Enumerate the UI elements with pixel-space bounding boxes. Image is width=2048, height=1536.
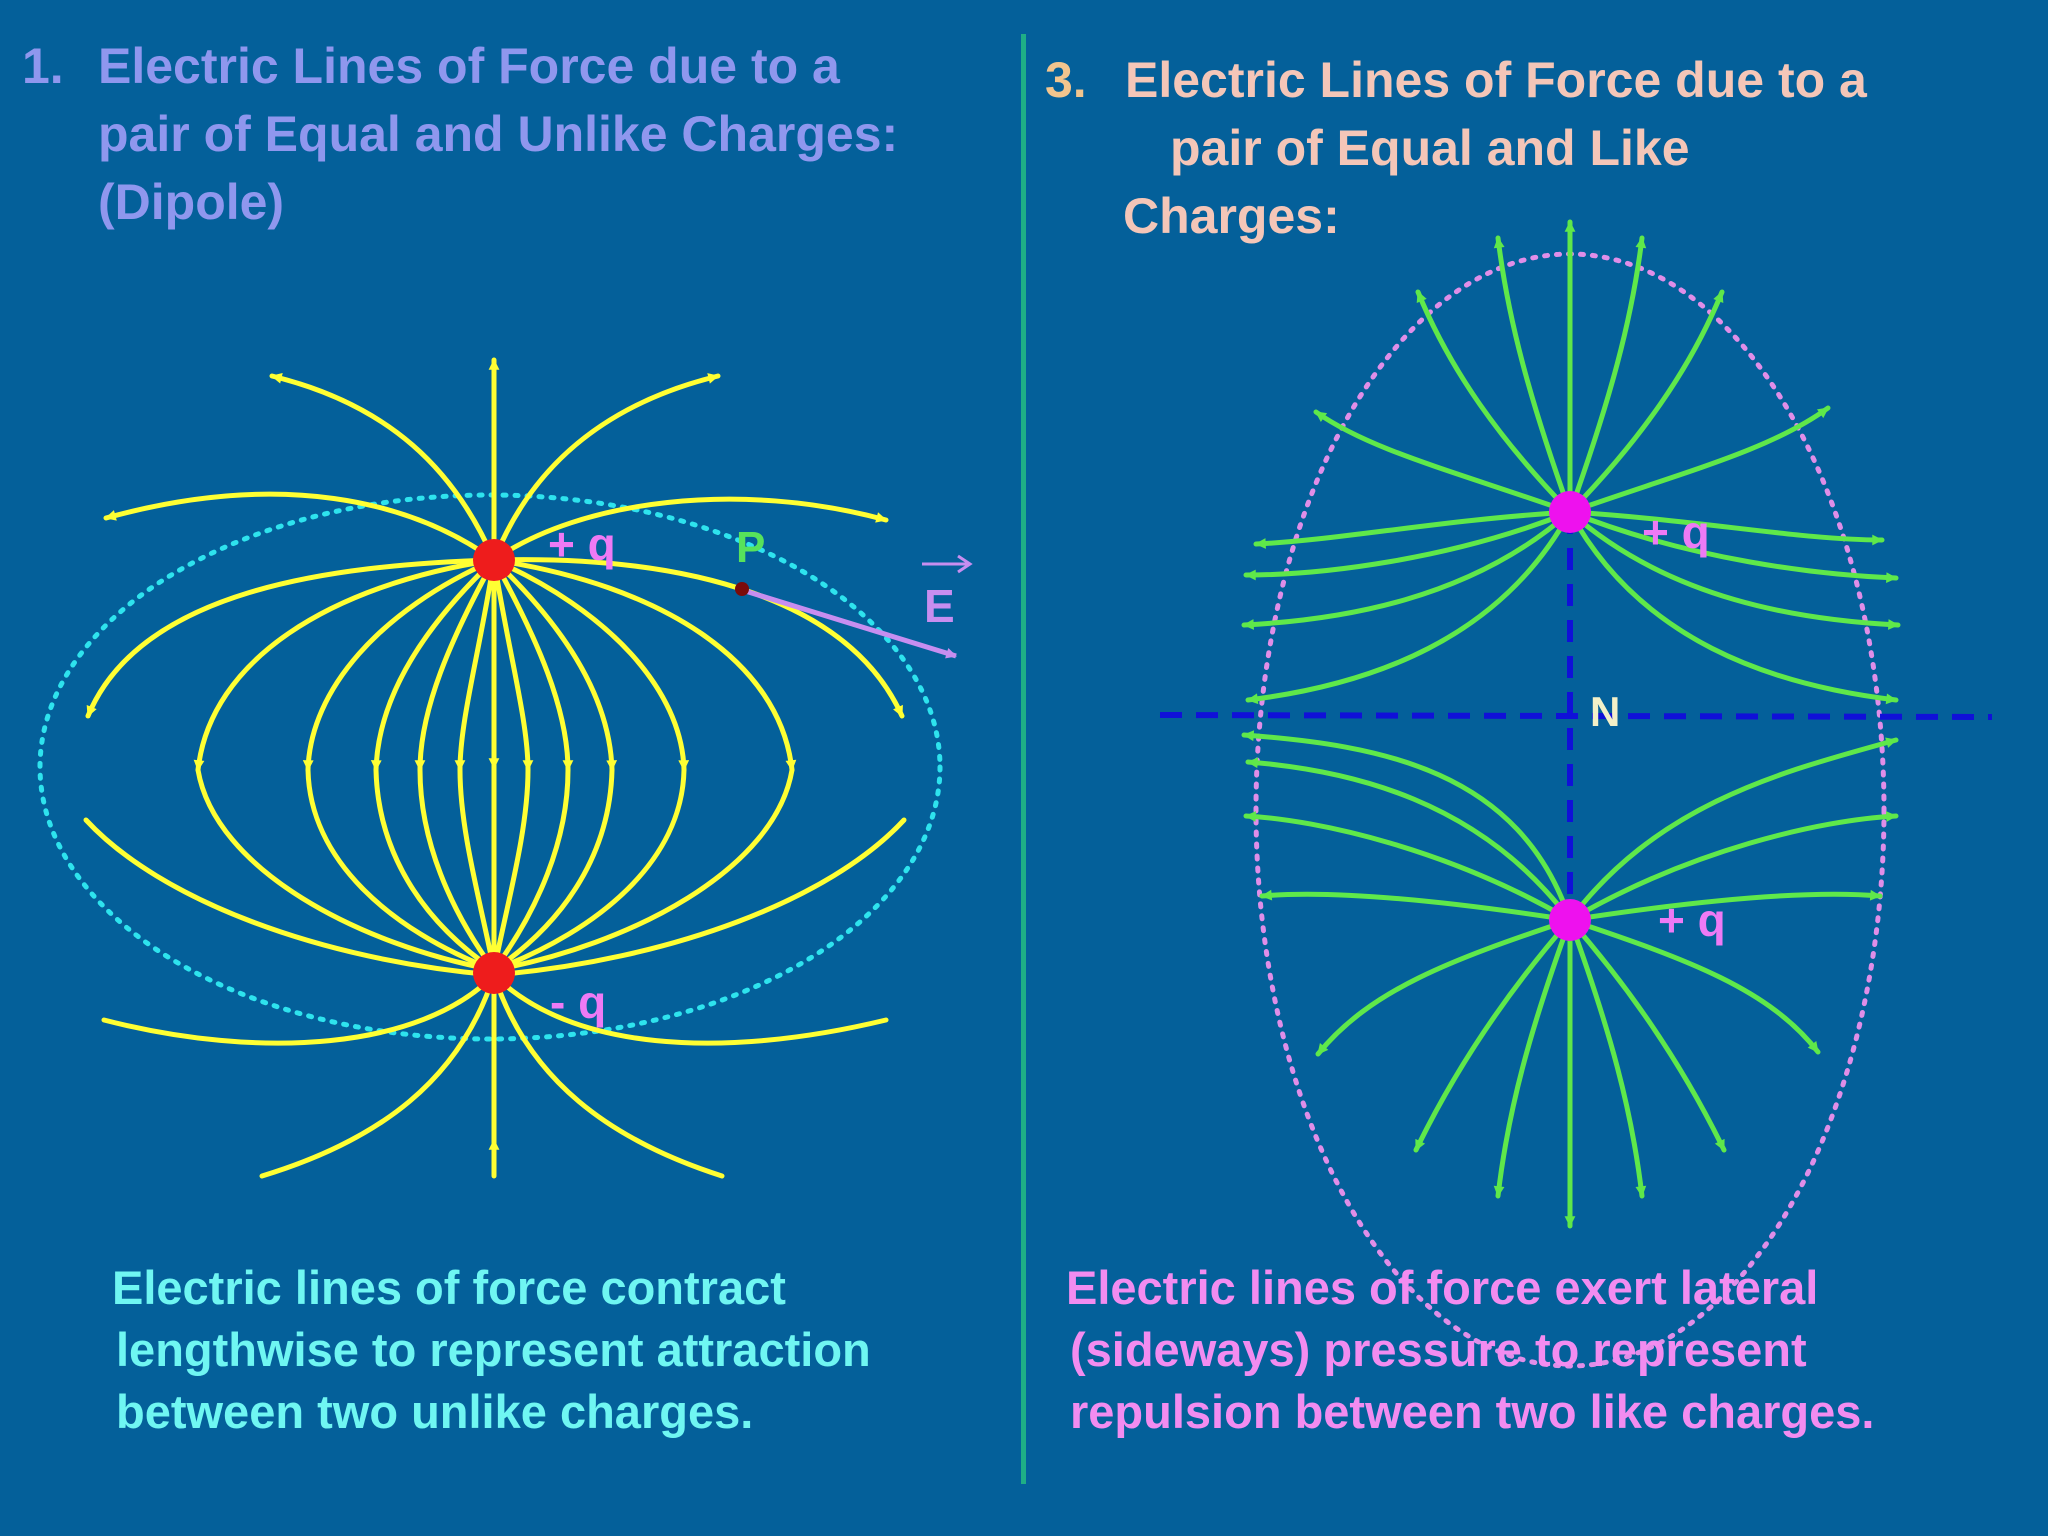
right-caption-line-1: Electric lines of force exert lateral	[1066, 1261, 1819, 1314]
right-title-line-2: pair of Equal and Like	[1170, 120, 1690, 176]
right-panel-number: 3.	[1045, 52, 1087, 108]
dipole-diagram: + q - q P E	[37, 357, 973, 1179]
left-title-line-3: (Dipole)	[98, 174, 285, 230]
like-charges-field-lines	[1241, 219, 1901, 1229]
positive-charge-left	[473, 539, 515, 581]
right-caption-line-2: (sideways) pressure to represent	[1070, 1323, 1807, 1376]
right-caption: Electric lines of force exert lateral (s…	[1066, 1257, 1874, 1443]
lower-charge-label: + q	[1658, 894, 1726, 946]
vector-arrow-icon	[922, 554, 973, 574]
like-charges-diagram: + q + q N	[1159, 219, 1993, 1369]
right-panel-title: 3. Electric Lines of Force due to a pair…	[1045, 46, 1867, 250]
negative-charge-label-left: - q	[550, 976, 606, 1028]
left-caption: Electric lines of force contract lengthw…	[112, 1257, 871, 1443]
left-title-line-1: Electric Lines of Force due to a	[98, 38, 840, 94]
right-title-line-1: Electric Lines of Force due to a	[1125, 52, 1867, 108]
right-caption-line-3: repulsion between two like charges.	[1070, 1385, 1875, 1438]
right-title-line-3: Charges:	[1123, 188, 1340, 244]
dipole-field-lines	[83, 357, 907, 1179]
left-caption-line-3: between two unlike charges.	[116, 1385, 754, 1438]
left-title-line-2: pair of Equal and Unlike Charges:	[98, 106, 899, 162]
left-panel-title: 1. Electric Lines of Force due to a pair…	[22, 32, 898, 236]
equipotential-ellipse-left	[37, 492, 943, 1042]
point-p-label: P	[736, 523, 765, 572]
left-caption-line-1: Electric lines of force contract	[112, 1261, 786, 1314]
neutral-point-label: N	[1590, 688, 1620, 735]
negative-charge-left	[473, 952, 515, 994]
upper-charge-label: + q	[1642, 506, 1710, 558]
horizontal-symmetry-axis	[1159, 712, 1993, 720]
upper-positive-charge	[1549, 491, 1591, 533]
positive-charge-label-left: + q	[548, 518, 616, 570]
point-p-marker	[735, 582, 749, 596]
left-panel-number: 1.	[22, 38, 64, 94]
field-vector-label: E	[924, 580, 955, 632]
lower-positive-charge	[1549, 899, 1591, 941]
field-vector-arrow	[741, 587, 958, 659]
panel-divider	[1021, 34, 1026, 1484]
left-caption-line-2: lengthwise to represent attraction	[116, 1323, 871, 1376]
